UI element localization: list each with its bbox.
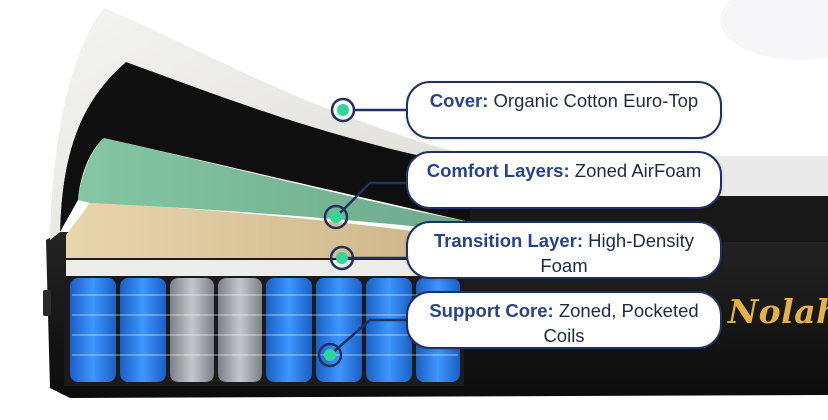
marker-transition-ring (329, 245, 355, 271)
callout-transition-title: Transition Layer: (433, 230, 584, 251)
transition-strip (66, 260, 466, 276)
markers (317, 97, 356, 368)
callout-cover: Cover: Organic Cotton Euro-Top (406, 81, 722, 139)
coil-blue (366, 278, 412, 382)
coil-blue (70, 278, 116, 382)
cover-layer (50, 8, 470, 240)
coil-ridges (72, 294, 458, 356)
background-shape (720, 0, 828, 60)
coil-blue (316, 278, 362, 382)
callout-transition-text: High-Density Foam (540, 230, 695, 276)
callout-support-text: Zoned, Pocketed Coils (543, 300, 699, 346)
callout-comfort-text: Zoned AirFoam (574, 160, 702, 181)
coil-gray (218, 278, 262, 382)
comfort-foam-layer (78, 138, 470, 232)
dark-foam-layer (60, 62, 470, 232)
callout-transition-layer: Transition Layer: High-Density Foam (406, 221, 722, 279)
transition-foam-layer (66, 203, 470, 258)
callout-comfort-layers: Comfort Layers: Zoned AirFoam (406, 151, 722, 209)
coil-blue (266, 278, 312, 382)
callout-support-title: Support Core: (429, 300, 554, 321)
marker-comfort-dot (330, 211, 342, 223)
callout-comfort-title: Comfort Layers: (426, 160, 570, 181)
nolah-logo: Nolah (728, 292, 828, 331)
coil-blue (120, 278, 166, 382)
marker-cover-dot (337, 104, 349, 116)
coil-gray (170, 278, 214, 382)
mattress-handle (43, 290, 51, 316)
connector-support (329, 318, 406, 356)
callout-cover-text: Organic Cotton Euro-Top (493, 90, 699, 111)
marker-support-ring (317, 342, 343, 368)
connector-comfort (335, 181, 406, 218)
callout-support-core: Support Core: Zoned, Pocketed Coils (406, 291, 722, 349)
marker-comfort-ring (323, 204, 349, 230)
callout-cover-title: Cover: (429, 90, 489, 111)
marker-support-dot (324, 349, 336, 361)
marker-transition-dot (336, 252, 348, 264)
